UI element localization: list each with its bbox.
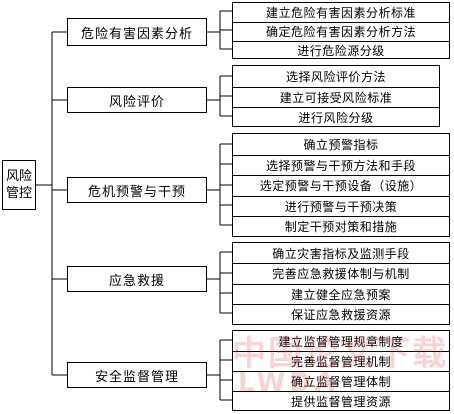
item-divider	[233, 196, 449, 197]
item-supervision-mechanism: 完善监督管理机制	[290, 354, 391, 369]
item-risk-method: 选择风险评价方法	[285, 70, 386, 84]
item-warning-measures: 制定干预对策和措施	[284, 220, 398, 234]
item-hazard-standard: 建立危险有害因素分析标准	[265, 6, 416, 20]
item-divider	[233, 175, 449, 176]
category-label: 安全监督管理	[94, 369, 179, 385]
root-label: 风险管控	[5, 169, 32, 201]
item-rescue-mechanism: 完善应急救援体制与机制	[272, 267, 410, 281]
item-divider	[233, 107, 439, 108]
item-supervision-system: 确立监督管理体制	[290, 374, 391, 389]
item-divider	[233, 304, 449, 305]
item-divider	[233, 351, 449, 352]
category-label: 应急救援	[108, 273, 165, 289]
item-group-safety-supervision: 建立监督管理规章制度 完善监督管理机制 确立监督管理体制 提供监督管理资源	[232, 330, 450, 411]
category-node-safety-supervision: 安全监督管理	[67, 362, 207, 388]
category-label: 危险有害因素分析	[80, 26, 193, 42]
item-group-crisis-warning: 确立预警指标 选择预警与干预方法和手段 选定预警与干预设备（设施） 进行预警与干…	[232, 133, 450, 237]
item-divider	[233, 87, 439, 88]
item-divider	[233, 391, 449, 392]
category-label: 风险评价	[108, 94, 165, 110]
category-node-risk-evaluation: 风险评价	[67, 87, 207, 113]
item-rescue-resources: 保证应急救援资源	[290, 308, 391, 322]
item-warning-equipment: 选定预警与干预设备（设施）	[259, 179, 423, 193]
item-divider	[233, 41, 449, 42]
item-hazard-grading: 进行危险源分级	[297, 43, 385, 58]
item-hazard-method: 确定危险有害因素分析方法	[265, 25, 416, 39]
item-divider	[233, 371, 449, 372]
root-node: 风险管控	[2, 160, 36, 210]
item-rescue-plan: 建立健全应急预案	[290, 287, 391, 302]
category-label: 危机预警与干预	[87, 184, 186, 200]
item-divider	[233, 155, 449, 156]
category-node-crisis-warning: 危机预警与干预	[67, 177, 207, 203]
item-divider	[233, 284, 449, 285]
category-node-emergency-rescue: 应急救援	[67, 266, 207, 292]
item-group-risk-evaluation: 选择风险评价方法 建立可接受风险标准 进行风险分级	[232, 65, 440, 127]
item-warning-indicators: 确立预警指标	[303, 138, 379, 152]
item-warning-decision: 进行预警与干预决策	[284, 199, 398, 214]
item-warning-methods: 选择预警与干预方法和手段	[265, 158, 416, 173]
item-supervision-rules: 建立监督管理规章制度	[278, 334, 404, 349]
item-rescue-monitoring: 确立灾害指标及监测手段	[272, 246, 410, 261]
item-divider	[233, 263, 449, 264]
item-risk-standard: 建立可接受风险标准	[279, 90, 393, 105]
item-risk-grading: 进行风险分级	[298, 110, 374, 125]
item-group-emergency-rescue: 确立灾害指标及监测手段 完善应急救援体制与机制 建立健全应急预案 保证应急救援资…	[232, 242, 450, 325]
item-group-hazard-analysis: 建立危险有害因素分析标准 确定危险有害因素分析方法 进行危险源分级	[232, 2, 450, 59]
category-node-hazard-analysis: 危险有害因素分析	[67, 18, 207, 46]
item-supervision-resources: 提供监督管理资源	[290, 394, 391, 409]
item-divider	[233, 22, 449, 23]
item-divider	[233, 216, 449, 217]
